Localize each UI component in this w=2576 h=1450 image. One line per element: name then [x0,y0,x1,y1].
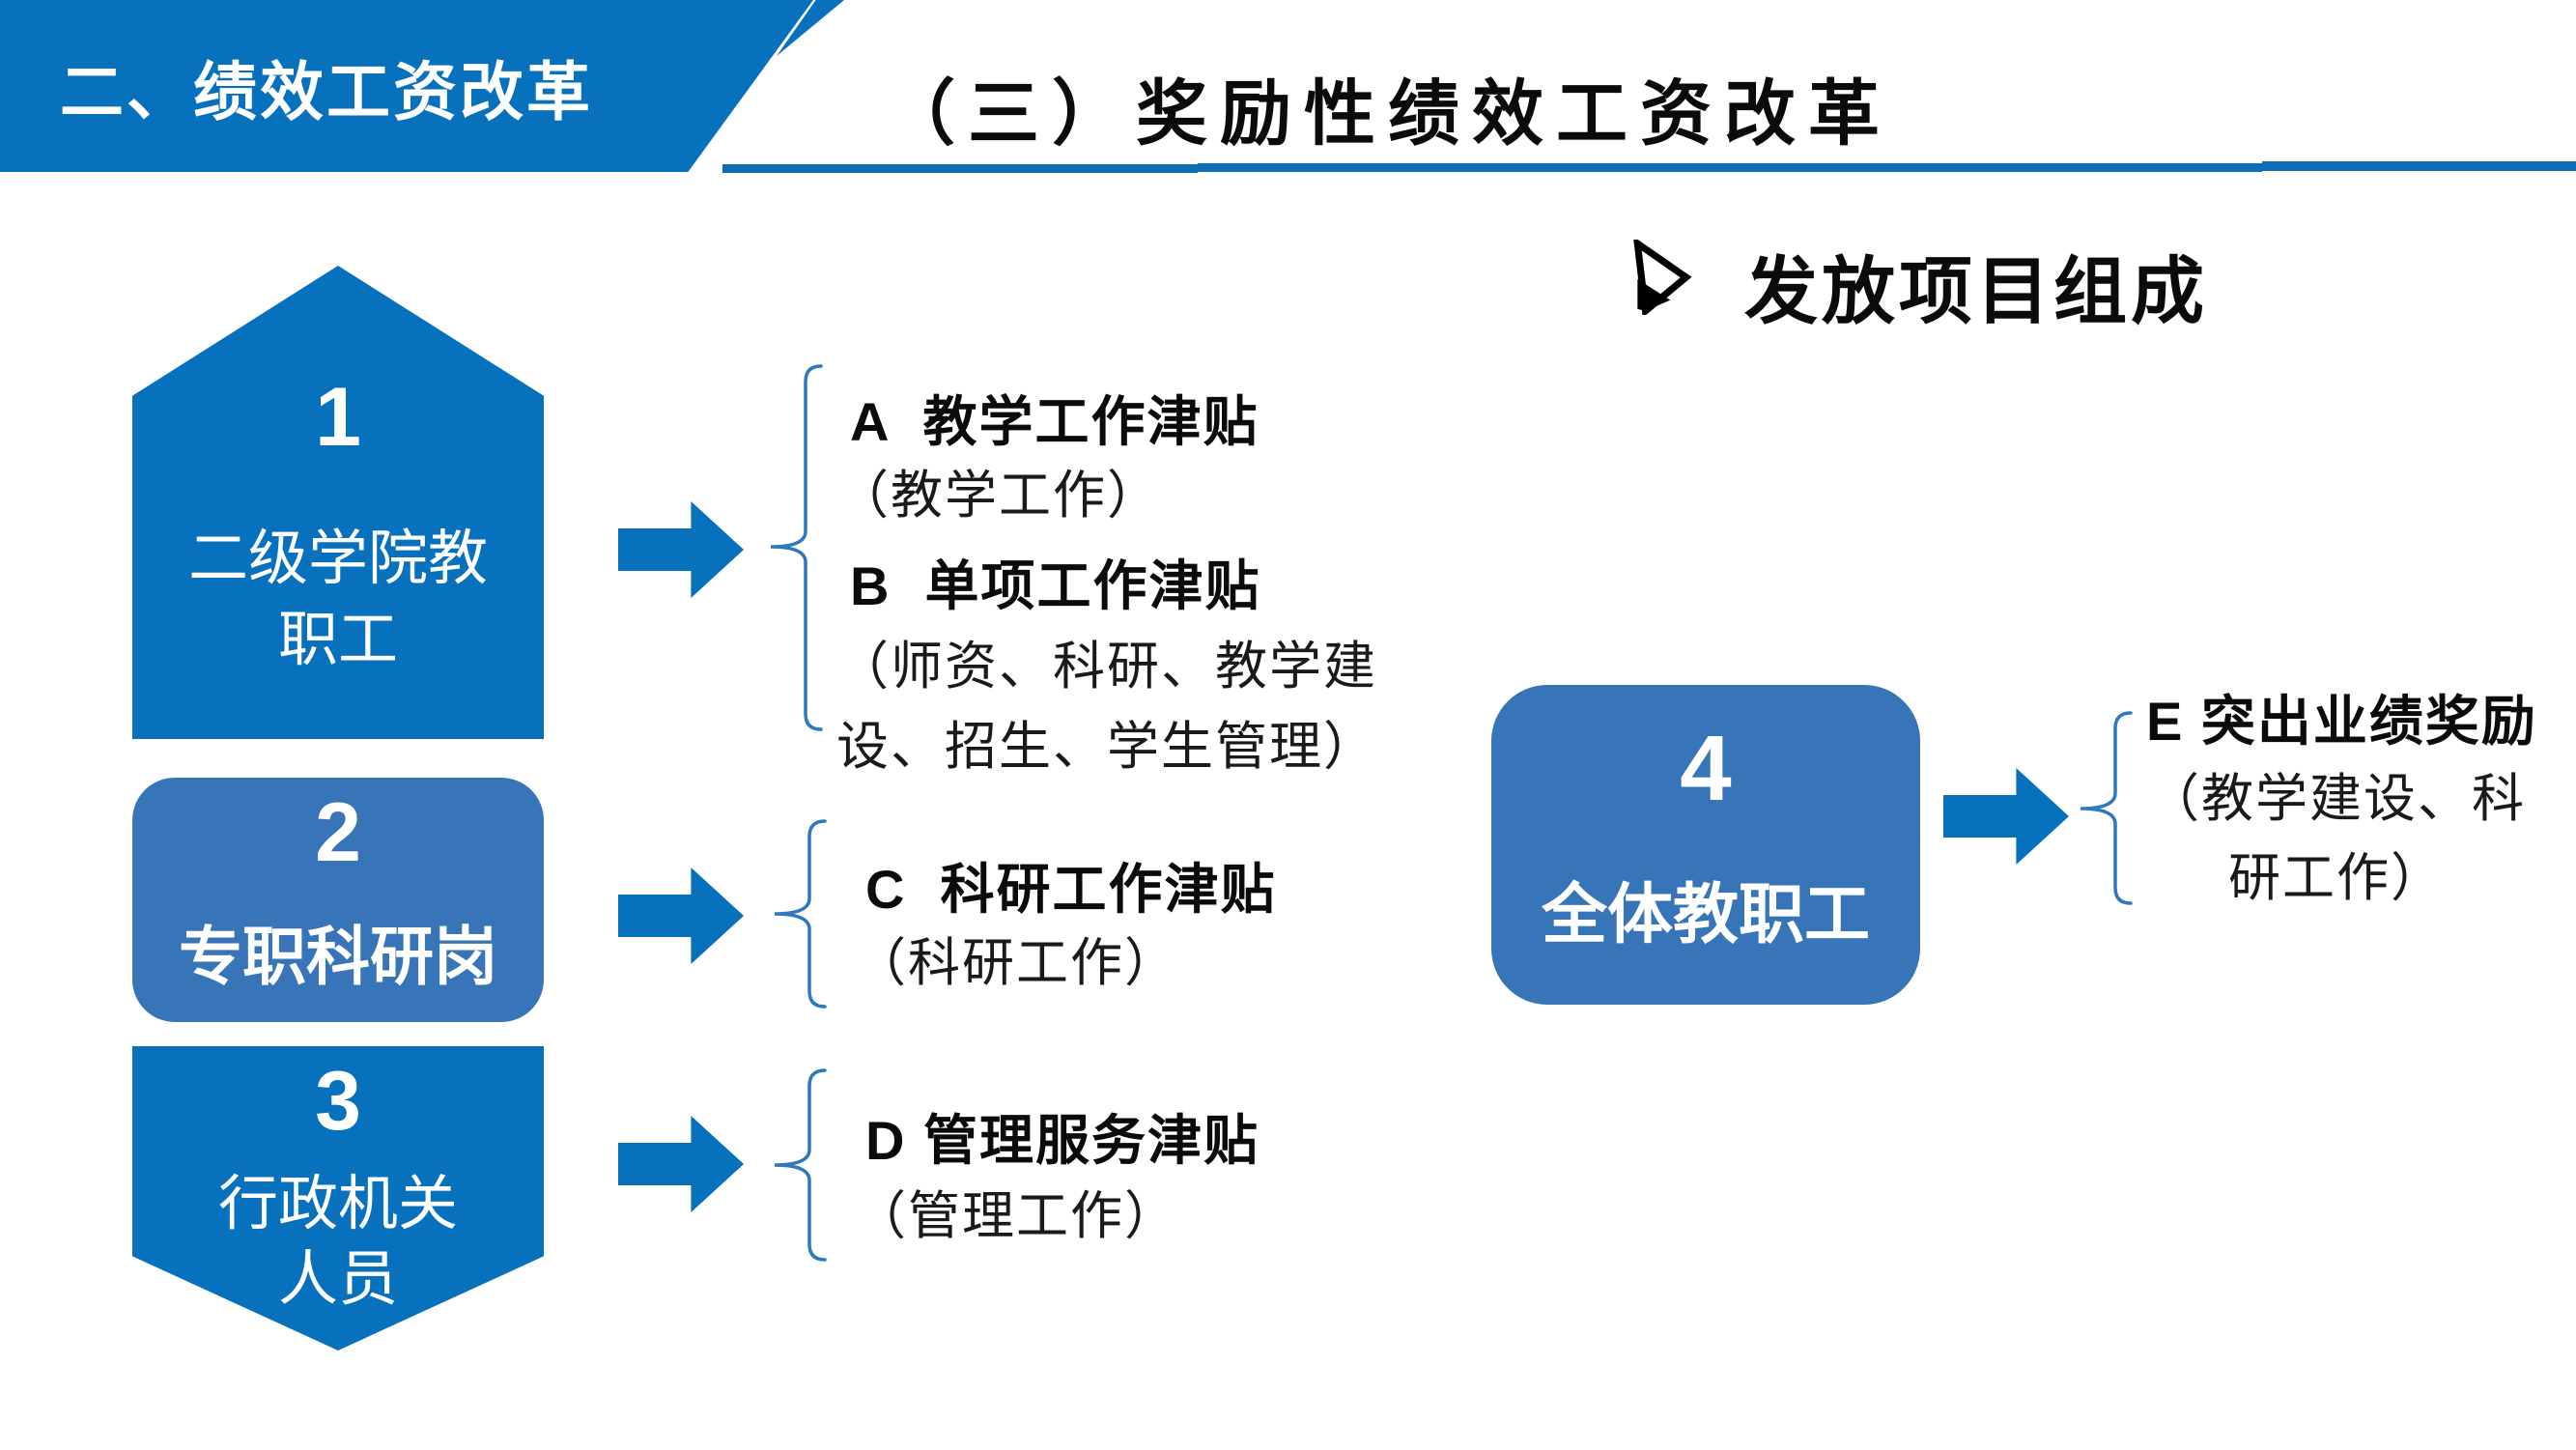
group-number: 1 [315,371,361,464]
brace-group-ab [770,364,823,731]
group-label-line: 行政机关 [217,1171,458,1237]
right-arrow-icon [1943,768,2069,865]
group-number: 3 [315,1055,361,1148]
group-label-line: 二级学院教 [187,526,488,592]
item-a-title: A 教学工作津贴 [850,391,1260,452]
header-rule-segment [2262,161,2576,171]
item-b-title: B 单项工作津贴 [850,555,1261,616]
group-number: 2 [315,786,361,879]
item-d-detail: （管理工作） [854,1187,1178,1245]
group-box-4-all-staff: 4 全体教职工 [1491,685,1920,1005]
group-box-1-staff-of-colleges: 1 二级学院教 职工 [132,266,544,739]
header-rule-segment [1198,163,2262,172]
group-label-line: 职工 [277,607,398,673]
item-d-title: D 管理服务津贴 [865,1110,1260,1171]
group-box-2-research-posts: 2 专职科研岗 [132,778,544,1022]
group-label: 专职科研岗 [179,921,497,992]
arrowhead-bullet-icon [1633,240,1692,315]
group-box-3-admin-staff: 3 行政机关 人员 [132,1046,544,1350]
item-b-detail-line: 设、招生、学生管理） [836,718,1377,776]
brace-group-d [774,1068,827,1262]
item-c-title: C 科研工作津贴 [865,859,1277,920]
group-number: 4 [1680,717,1732,820]
item-e-title: E 突出业绩奖励 [2146,691,2537,752]
right-arrow-icon [618,1116,744,1212]
item-a-detail: （教学工作） [836,467,1161,525]
item-c-detail: （科研工作） [854,934,1178,992]
page-heading: （三）奖励性绩效工资改革 [884,73,1892,154]
banner-title: 二、绩效工资改革 [60,56,593,128]
group-label-line: 人员 [277,1246,398,1313]
brace-group-e [2080,711,2133,905]
group-label: 全体教职工 [1541,878,1870,952]
header-rule-segment [722,164,1198,173]
right-arrow-icon [618,867,744,964]
item-e-detail: （教学建设、科 研工作） [2147,770,2526,907]
header-banner: 二、绩效工资改革 [0,0,813,172]
section-heading: 发放项目组成 [1744,251,2208,333]
brace-group-c [774,819,827,1009]
right-arrow-icon [618,501,744,598]
item-b-detail-line: （师资、科研、教学建 [836,638,1377,696]
